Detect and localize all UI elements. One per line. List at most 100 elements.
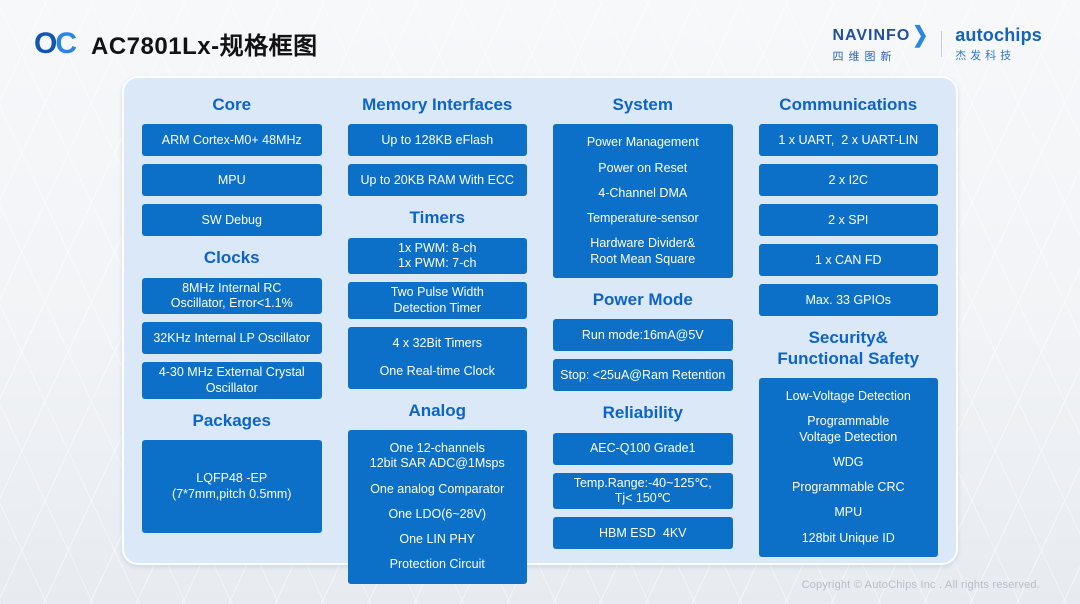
spec-line: Root Mean Square: [590, 251, 696, 266]
spec-box: SW Debug: [142, 204, 322, 237]
spec-item: HBM ESD 4KV: [599, 526, 687, 541]
spec-box: ARM Cortex-M0+ 48MHz: [142, 124, 322, 157]
spec-box: LQFP48 -EP(7*7mm,pitch 0.5mm): [142, 440, 322, 534]
spec-line: ARM Cortex-M0+ 48MHz: [161, 132, 302, 147]
spec-item: Up to 20KB RAM With ECC: [360, 173, 514, 188]
section-title-analog: Analog: [408, 400, 467, 420]
spec-line: SW Debug: [201, 212, 262, 227]
spec-line: Temperature-sensor: [586, 211, 699, 226]
spec-item: One LDO(6~28V): [388, 507, 486, 522]
section-title-security-functional-safety: Security& Functional Safety: [777, 328, 920, 368]
spec-box: Max. 33 GPIOs: [758, 284, 938, 317]
page-title: AC7801Lx-规格框图: [91, 33, 318, 60]
spec-item: 1 x CAN FD: [815, 253, 882, 268]
section-title-timers: Timers: [409, 208, 465, 228]
spec-box: Run mode:16mA@5V: [553, 319, 733, 352]
spec-box: Temp.Range:-40~125℃,Tj< 150℃: [553, 472, 733, 510]
spec-item: Hardware Divider&Root Mean Square: [590, 236, 695, 267]
spec-line: 32KHz Internal LP Oscillator: [153, 330, 311, 345]
spec-box: HBM ESD 4KV: [553, 517, 733, 550]
spec-line: One Real-time Clock: [379, 364, 495, 379]
spec-line: 4 x 32Bit Timers: [392, 336, 483, 351]
spec-item: MPU: [218, 173, 246, 188]
spec-item: Max. 33 GPIOs: [806, 293, 891, 308]
spec-item: WDG: [833, 455, 864, 470]
spec-item: 32KHz Internal LP Oscillator: [153, 331, 310, 346]
spec-item: Protection Circuit: [390, 557, 485, 572]
spec-line: WDG: [832, 454, 864, 469]
spec-line: 1x PWM: 7-ch: [398, 256, 477, 271]
spec-line: Up to 20KB RAM With ECC: [360, 172, 514, 187]
spec-item: Temp.Range:-40~125℃,Tj< 150℃: [574, 476, 712, 507]
spec-line: Max. 33 GPIOs: [805, 292, 891, 307]
navinfo-logo: NAVINFO ❯ 四维图新: [832, 23, 928, 64]
spec-line: Programmable CRC: [791, 480, 905, 495]
spec-line: Detection Timer: [393, 300, 482, 315]
spec-line: Protection Circuit: [389, 557, 485, 572]
spec-line: 2 x I2C: [828, 172, 869, 187]
spec-line: 2 x SPI: [828, 212, 869, 227]
spec-line: LQFP48 -EP: [196, 471, 268, 486]
section-boxes: Up to 128KB eFlash Up to 20KB RAM With EC…: [347, 124, 527, 197]
spec-line: Tj< 150℃: [614, 490, 671, 505]
spec-line: Programmable: [807, 414, 890, 429]
spec-line: Run mode:16mA@5V: [581, 327, 704, 342]
spec-line: 1 x UART, 2 x UART-LIN: [778, 132, 919, 147]
navinfo-chinese-name: 四维图新: [832, 51, 897, 63]
section-title-power-mode: Power Mode: [592, 289, 693, 309]
autochips-name: autochips: [955, 25, 1042, 45]
spec-item: Programmable CRC: [792, 480, 905, 495]
spec-item: 2 x SPI: [828, 213, 868, 228]
spec-item: One analog Comparator: [370, 482, 504, 497]
autochips-chinese-name: 杰发科技: [955, 50, 1016, 62]
spec-line: 128bit Unique ID: [801, 530, 895, 545]
spec-box: 2 x I2C: [758, 164, 938, 197]
navinfo-name: NAVINFO: [832, 26, 911, 44]
spec-item: One LIN PHY: [399, 532, 475, 547]
spec-box: 32KHz Internal LP Oscillator: [142, 322, 322, 355]
spec-line: Low-Voltage Detection: [785, 389, 911, 404]
section-boxes: LQFP48 -EP(7*7mm,pitch 0.5mm): [142, 440, 322, 534]
logo-letter-o: O: [34, 26, 57, 60]
spec-item: MPU: [834, 505, 862, 520]
spec-line: Power Management: [586, 135, 699, 150]
spec-line: Oscillator: [205, 380, 258, 395]
spec-item: Up to 128KB eFlash: [381, 133, 493, 148]
spec-box: Up to 20KB RAM With ECC: [347, 164, 527, 197]
spec-line: 1 x CAN FD: [814, 252, 882, 267]
spec-line: MPU: [217, 172, 246, 187]
spec-item: Power on Reset: [598, 161, 687, 176]
spec-line: Hardware Divider&: [590, 236, 696, 251]
spec-line: MPU: [834, 505, 863, 520]
spec-item: 128bit Unique ID: [802, 531, 895, 546]
spec-line: HBM ESD 4KV: [598, 525, 687, 540]
spec-box: 1 x CAN FD: [758, 244, 938, 277]
spec-item: 1 x UART, 2 x UART-LIN: [778, 133, 918, 148]
spec-box: Up to 128KB eFlash: [347, 124, 527, 157]
autochips-oc-logo-icon: OC: [34, 26, 77, 60]
spec-line: 4-30 MHz External Crystal: [158, 365, 305, 380]
spec-line: Two Pulse Width: [390, 285, 484, 300]
spec-line: (7*7mm,pitch 0.5mm): [172, 486, 292, 501]
spec-line: 1x PWM: 8-ch: [398, 240, 477, 255]
spec-line: 4-Channel DMA: [598, 185, 688, 200]
